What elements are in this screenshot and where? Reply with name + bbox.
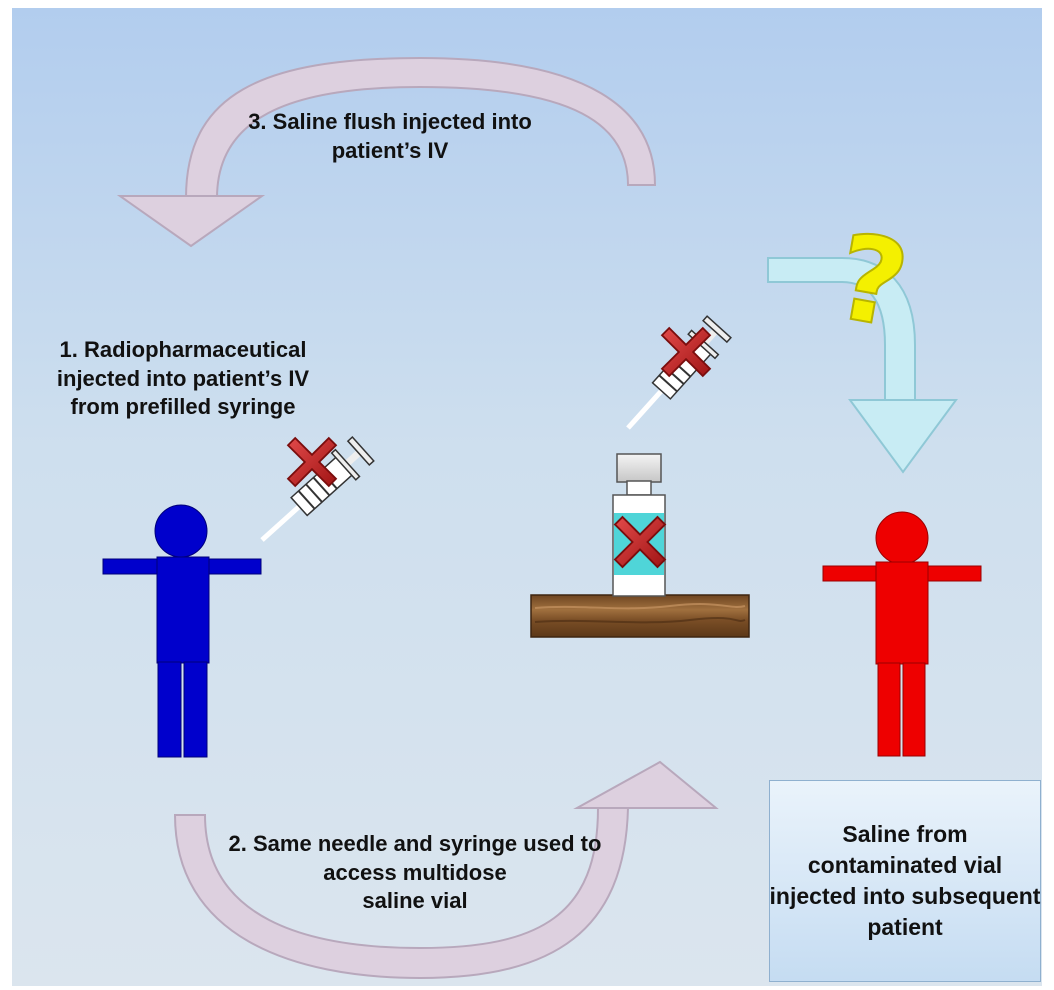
step-2-line: 2. Same needle and syringe used to	[228, 831, 602, 856]
step-3-label: 3. Saline flush injected into patient’s …	[240, 108, 540, 165]
outcome-line: Saline from	[842, 820, 968, 847]
outcome-arrow	[767, 257, 958, 474]
subsequent-patient-person-icon	[822, 511, 982, 757]
cycle-arrow-top	[116, 56, 657, 248]
cycle-arrow-bottom	[173, 760, 719, 980]
step-3-line: patient’s IV	[331, 137, 449, 163]
outcome-line: contaminated vial	[807, 851, 1003, 878]
step-1-line: 1. Radiopharmaceutical	[59, 337, 307, 362]
first-patient-person-icon	[102, 504, 262, 758]
step-2-label: 2. Same needle and syringe used to acces…	[210, 830, 620, 916]
step-3-line: 3. Saline flush injected into	[248, 109, 532, 134]
outcome-text: Saline from contaminated vial injected i…	[770, 819, 1041, 943]
step-2-line: access multidose	[323, 859, 507, 885]
syringe-icon	[260, 436, 375, 542]
outcome-line: patient	[867, 914, 943, 941]
shelf-icon	[530, 594, 750, 638]
step-2-line: saline vial	[362, 888, 468, 914]
syringe-icon	[626, 315, 732, 430]
outcome-line: injected into subsequent	[769, 883, 1041, 909]
step-1-label: 1. Radiopharmaceutical injected into pat…	[38, 336, 328, 422]
step-1-line: from prefilled syringe	[70, 394, 296, 420]
step-1-line: injected into patient’s IV	[56, 365, 310, 391]
outcome-box: Saline from contaminated vial injected i…	[769, 780, 1041, 982]
